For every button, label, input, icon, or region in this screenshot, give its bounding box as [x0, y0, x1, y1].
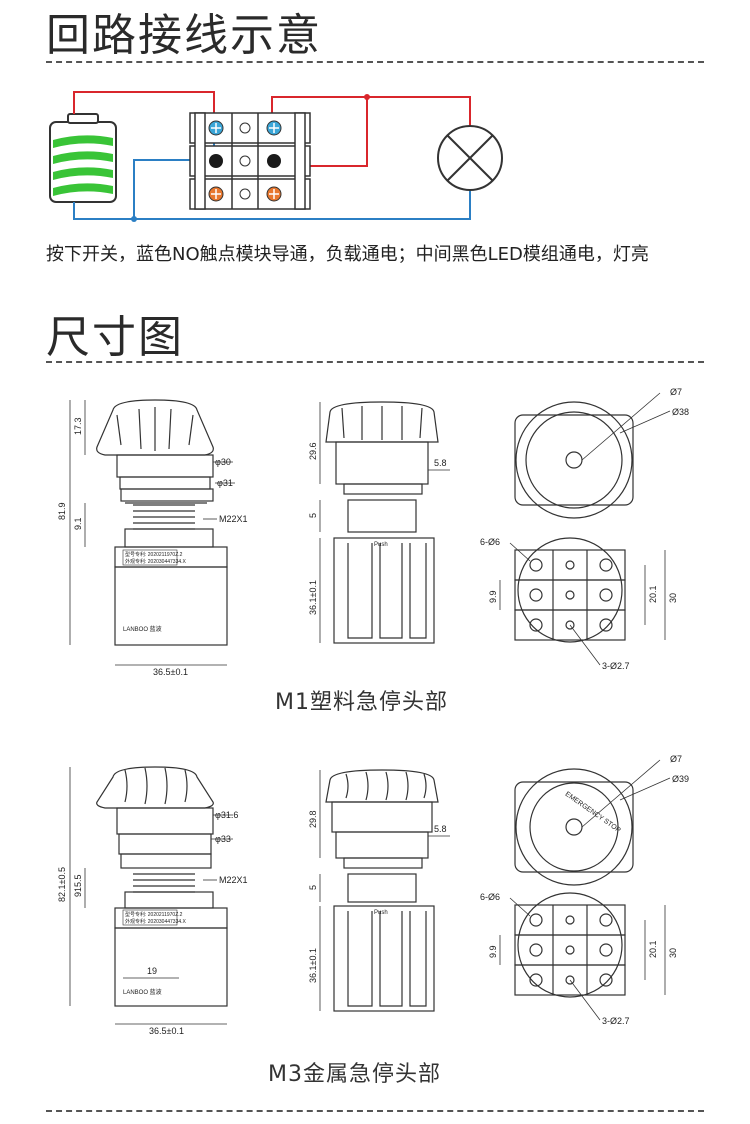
m3-front-dim-dia2: φ33	[215, 834, 231, 844]
battery-icon	[49, 113, 117, 203]
m3-bottom-d3: 30	[668, 948, 678, 958]
m3-side-dim-gap: 5	[308, 885, 318, 890]
m3-front-dim-dia1: φ31.6	[215, 810, 238, 820]
m3-side-view: Push 29.8 5 36.1±0.1 5.8	[308, 769, 450, 1012]
m3-top-ring-text: EMERGENCY STOP	[564, 791, 622, 835]
m1-side-dim-head: 29.6	[308, 442, 318, 460]
m1-bottom-view: 6-Ø6 9.9 20.1 30 3-Ø2.7	[480, 537, 678, 671]
terminal-row-no	[208, 120, 282, 136]
m3-brand: LANBOO 蓝波	[123, 988, 162, 996]
wire-red	[73, 91, 471, 167]
wire-blue	[73, 128, 471, 220]
m3-bottom-d2: 20.1	[648, 940, 658, 958]
m1-top-view: Ø7 Ø38	[514, 387, 689, 519]
m3-front-dim-mount: 915.5	[73, 874, 83, 897]
lamp-icon	[437, 125, 503, 191]
wiring-section-title: 回路接线示意	[46, 10, 322, 61]
m1-front-dim-overall: 81.9	[57, 502, 67, 520]
m1-side-dim-gap: 5	[308, 513, 318, 518]
m1-top-hole: Ø7	[670, 387, 682, 397]
m3-bottom-d1: 9.9	[488, 945, 498, 958]
m1-top-dia: Ø38	[672, 407, 689, 417]
m3-label-line2: 外观专利: 202030447334.X	[125, 918, 187, 925]
bottom-divider	[46, 1110, 704, 1112]
m3-side-dim-step: 5.8	[434, 824, 447, 834]
m3-bottom-holes6: 6-Ø6	[480, 892, 500, 902]
wiring-caption: 按下开关，蓝色NO触点模块导通，负载通电；中间黑色LED模组通电，灯亮	[46, 244, 649, 265]
m3-top-view: EMERGENCY STOP Ø7 Ø39	[514, 754, 689, 886]
m1-label-line2: 外观专利: 202030447334.X	[125, 558, 187, 565]
m1-side-view: Push 29.6 5 36.1±0.1 5.8	[308, 401, 450, 644]
m3-front-width: 36.5±0.1	[149, 1026, 184, 1036]
m3-top-hole: Ø7	[670, 754, 682, 764]
m1-bottom-d1: 9.9	[488, 590, 498, 603]
m3-label-line1: 型号专利: 2020211970Z.2	[125, 911, 183, 918]
m3-side-dim-body: 36.1±0.1	[308, 948, 318, 983]
section-divider	[46, 361, 704, 363]
m1-front-dim-head: 17.3	[73, 417, 83, 435]
m3-front-inner: 19	[147, 966, 157, 976]
m1-bottom-holes3: 3-Ø2.7	[602, 661, 630, 671]
m3-front-dim-overall: 82.1±0.5	[57, 867, 67, 902]
m1-front-thread: M22X1	[219, 514, 248, 524]
m1-front-dim-dia1: φ30	[215, 457, 231, 467]
m1-bottom-d2: 20.1	[648, 585, 658, 603]
section-divider	[46, 61, 704, 63]
m1-brand: LANBOO 蓝波	[123, 625, 162, 633]
m1-bottom-holes6: 6-Ø6	[480, 537, 500, 547]
m1-subtitle: M1塑料急停头部	[275, 690, 448, 715]
dimension-section-title: 尺寸图	[46, 312, 184, 363]
m1-front-dim-dia2: φ31	[217, 478, 233, 488]
m1-front-dim-mount: 9.1	[73, 517, 83, 530]
m1-label-line1: 型号专利: 2020211970Z.2	[125, 551, 183, 558]
terminal-row-nc	[208, 186, 282, 202]
m1-front-view: 型号专利: 2020211970Z.2 外观专利: 202030447334.X…	[57, 399, 248, 677]
m1-side-dim-step: 5.8	[434, 458, 447, 468]
m3-front-view: 型号专利: 2020211970Z.2 外观专利: 202030447334.X…	[57, 766, 248, 1036]
m3-top-dia: Ø39	[672, 774, 689, 784]
m1-side-dim-body: 36.1±0.1	[308, 580, 318, 615]
wiring-diagram	[49, 91, 503, 222]
m3-front-thread: M22X1	[219, 875, 248, 885]
m1-front-width: 36.5±0.1	[153, 667, 188, 677]
m1-bottom-d3: 30	[668, 593, 678, 603]
m3-bottom-holes3: 3-Ø2.7	[602, 1016, 630, 1026]
terminal-row-led	[209, 154, 281, 168]
m3-push-text: Push	[374, 910, 388, 916]
m3-side-dim-head: 29.8	[308, 810, 318, 828]
m3-subtitle: M3金属急停头部	[268, 1062, 441, 1087]
m1-push-text: Push	[374, 542, 388, 548]
m3-bottom-view: 6-Ø6 9.9 20.1 30 3-Ø2.7	[480, 892, 678, 1026]
